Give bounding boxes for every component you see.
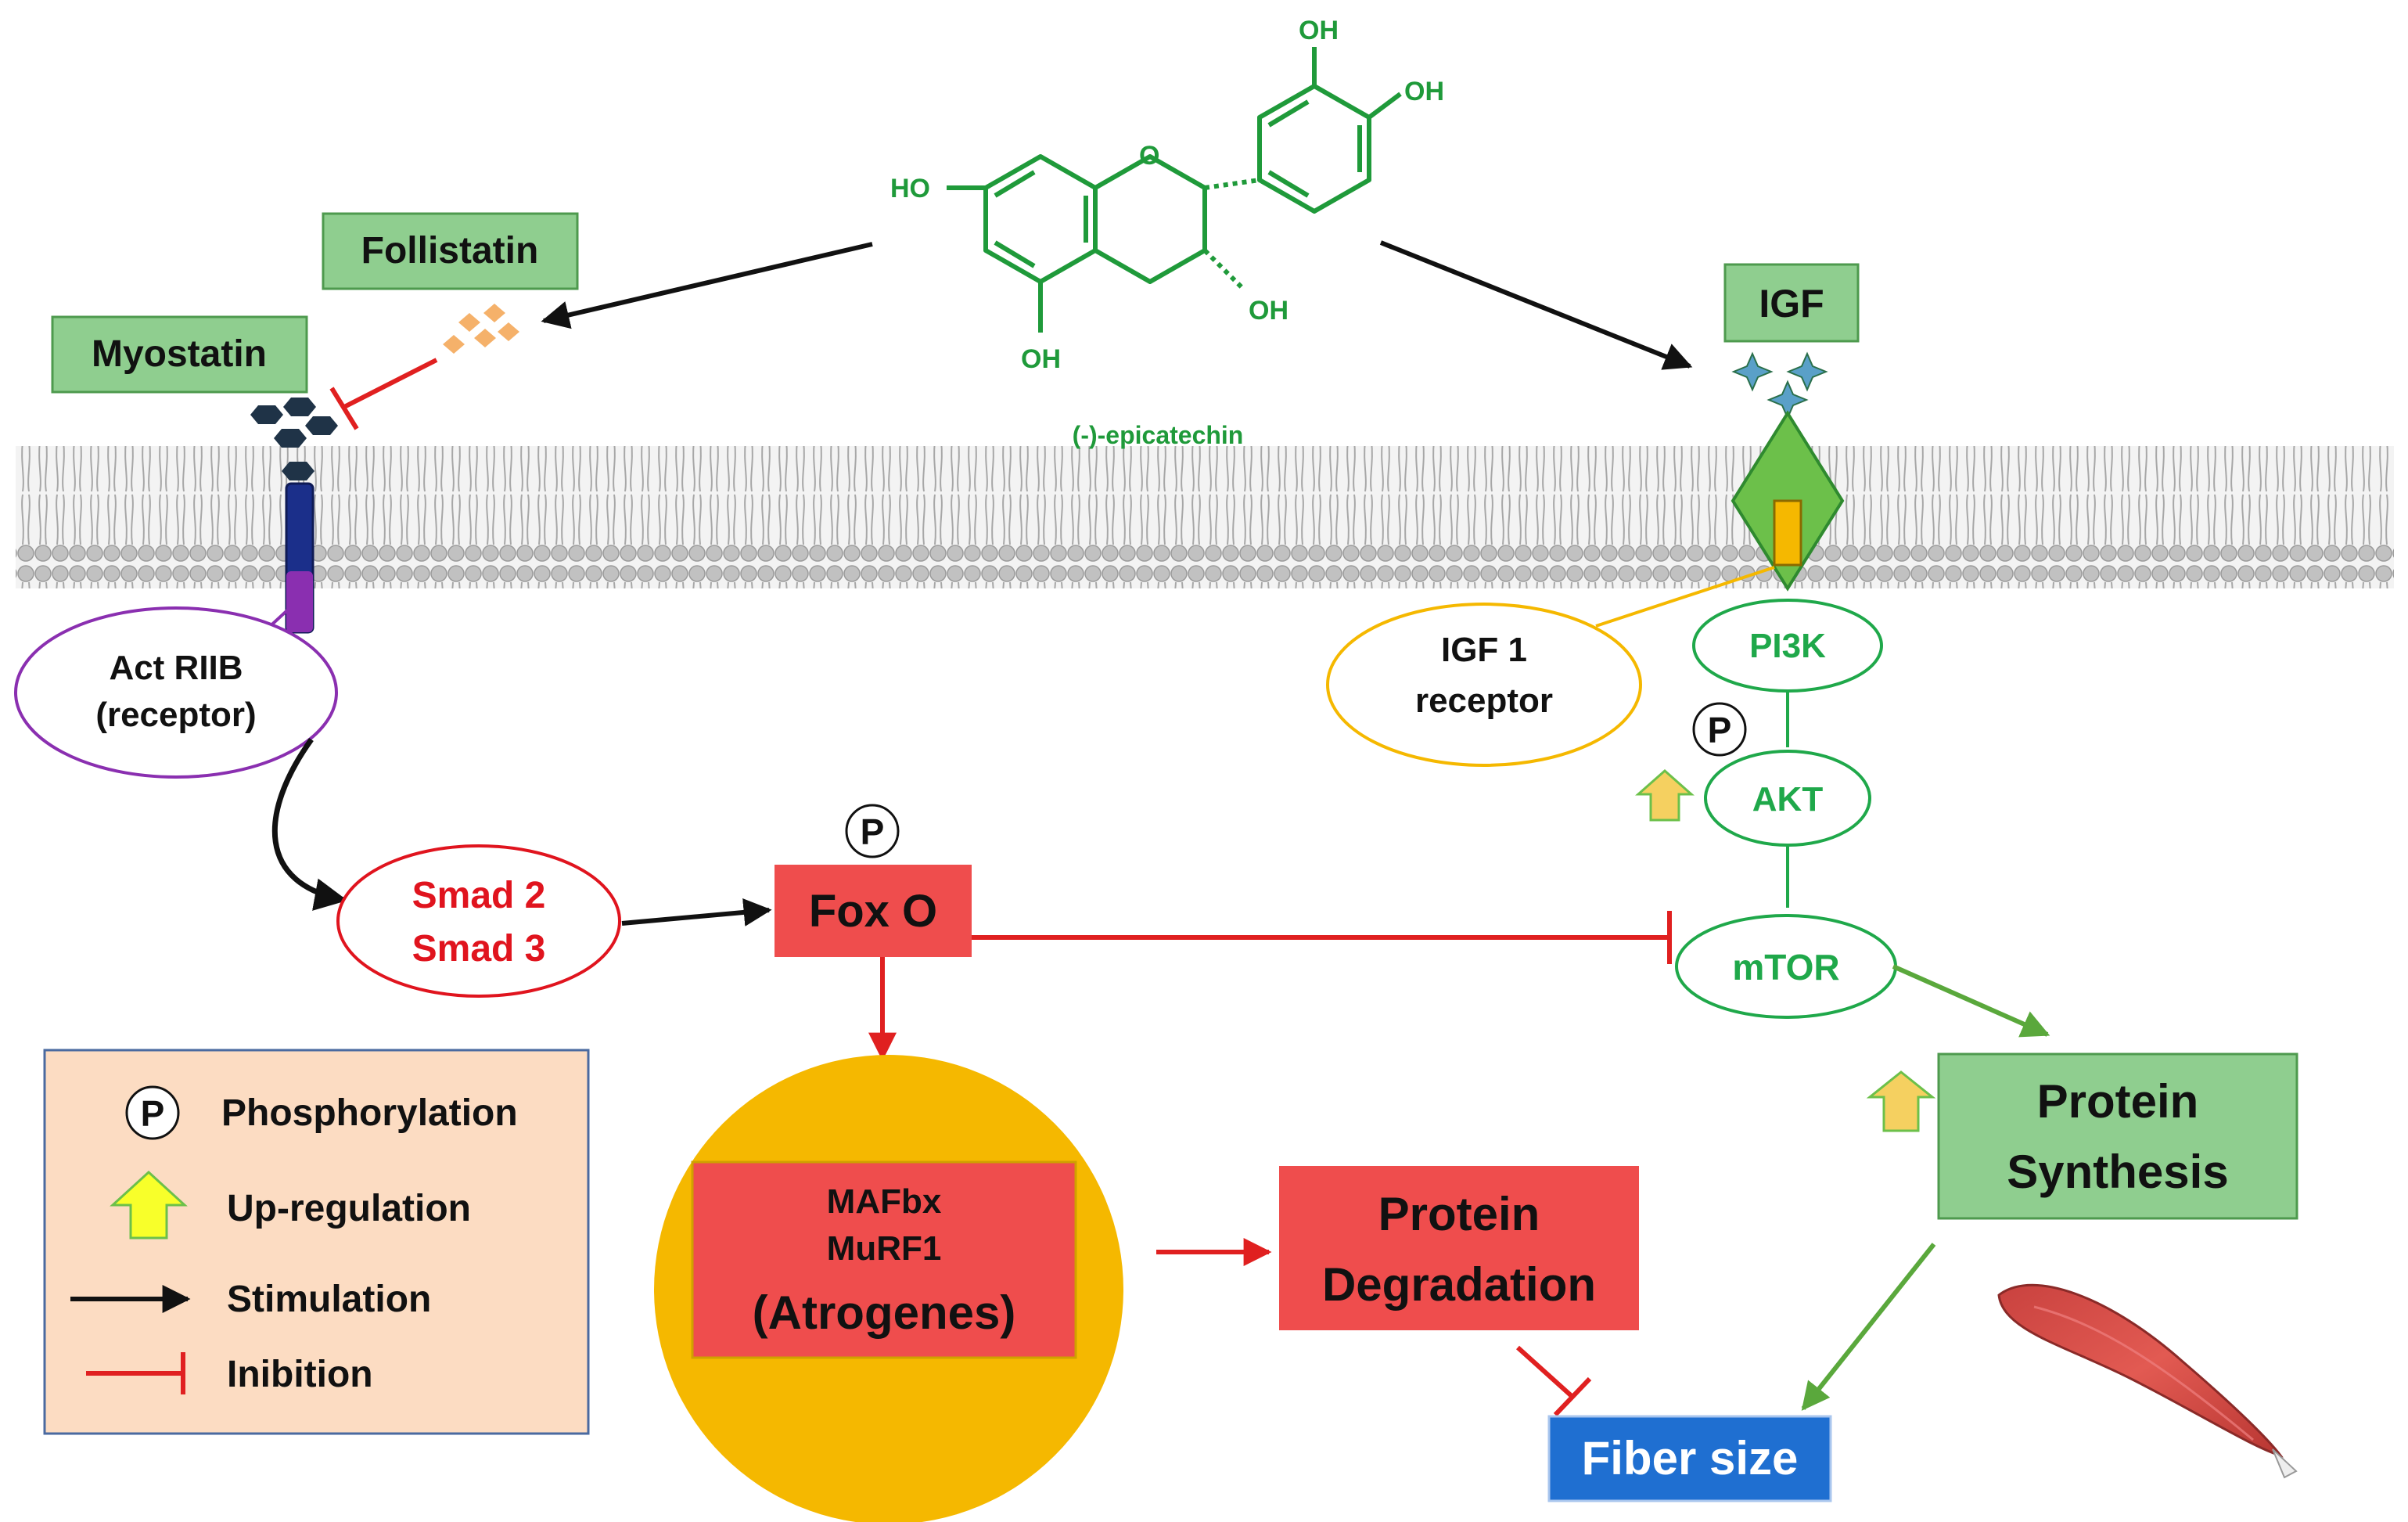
akt-upregulation-arrow-icon — [1635, 768, 1695, 822]
arrow-smad-to-foxo — [621, 898, 772, 927]
synthesis-upregulation-arrow-icon — [1866, 1070, 1936, 1132]
akt-label: AKT — [1752, 780, 1824, 819]
akt-phospho-circle — [1692, 702, 1747, 757]
igf-box — [1723, 263, 1860, 343]
follistatin-label: Follistatin — [361, 230, 539, 272]
protein-degradation-label-line1: Protein — [1378, 1188, 1540, 1240]
foxo-label: Fox O — [809, 886, 937, 937]
oh-label-top: OH — [1299, 16, 1339, 45]
mtor-label: mTOR — [1732, 947, 1839, 988]
myostatin-ligand-icon — [250, 398, 338, 480]
cell-membrane — [16, 446, 2394, 588]
protein-synthesis-box — [1937, 1052, 2298, 1220]
follistatin-molecule-icon — [443, 304, 519, 354]
foxo-phospho-symbol: P — [861, 811, 885, 852]
act-riib-label-line2: (receptor) — [95, 696, 256, 734]
arrow-mtor-to-synthesis — [1892, 964, 2050, 1038]
legend-phospho-circle — [125, 1085, 180, 1140]
akt-phospho-symbol: P — [1708, 710, 1732, 750]
protein-degradation-box — [1279, 1166, 1639, 1330]
fiber-size-box — [1547, 1415, 1832, 1502]
protein-synthesis-label-line1: Protein — [2037, 1075, 2199, 1128]
foxo-phospho-circle — [845, 804, 900, 858]
epicatechin-structure — [947, 47, 1402, 333]
legend-inhibition-label: Inibition — [227, 1354, 373, 1395]
arrow-epicatechin-to-follistatin — [541, 242, 873, 329]
akt-ellipse — [1704, 750, 1871, 847]
legend-inhibition-line-icon — [86, 1352, 185, 1394]
smad-label-line2: Smad 3 — [412, 928, 546, 970]
muscle-fiber-illustration — [1997, 1283, 2298, 1479]
smad-label-line1: Smad 2 — [412, 875, 546, 916]
inhibit-degradation-fibersize — [1515, 1345, 1575, 1399]
arrow-synthesis-to-fibersize — [1801, 1243, 1936, 1411]
protein-synthesis-label-line2: Synthesis — [2007, 1146, 2228, 1198]
fiber-size-label: Fiber size — [1582, 1432, 1799, 1484]
oh-label-mid: OH — [1249, 296, 1288, 326]
protein-degradation-label-line2: Degradation — [1322, 1258, 1596, 1311]
smad-ellipse — [336, 844, 621, 998]
foxo-box — [775, 865, 972, 957]
legend-upregulation-arrow-icon — [110, 1170, 188, 1240]
pi3k-label: PI3K — [1749, 627, 1826, 665]
ring-oxygen-label: O — [1139, 141, 1159, 171]
atrogenes-box — [691, 1160, 1077, 1359]
atrogenes-label-line2: MuRF1 — [827, 1229, 942, 1268]
epicatechin-label: (-)-epicatechin — [1073, 421, 1244, 449]
follistatin-box — [322, 212, 579, 290]
atrogenes-label-line3: (Atrogenes) — [753, 1286, 1016, 1339]
legend-phospho-symbol: P — [141, 1093, 165, 1134]
arrow-receptor-to-smad — [271, 737, 348, 911]
igf1-receptor-label-line1: IGF 1 — [1441, 631, 1527, 669]
igf-ligand-stars — [1731, 351, 1828, 420]
igf-label: IGF — [1759, 282, 1824, 326]
ho-label-left: HO — [890, 174, 930, 203]
pi3k-ellipse — [1692, 599, 1883, 693]
arrow-epicatechin-to-igf — [1379, 240, 1693, 370]
igf1-receptor-label-line2: receptor — [1415, 682, 1553, 720]
legend-upregulation-label: Up-regulation — [227, 1188, 471, 1229]
atrogenes-label-line1: MAFbx — [827, 1182, 942, 1221]
oh-label-right: OH — [1404, 77, 1444, 106]
inhibit-follistatin-myostatin — [343, 358, 438, 409]
act-riib-label-line1: Act RIIB — [109, 649, 243, 687]
myostatin-box — [51, 315, 308, 394]
oh-label-bottom: OH — [1021, 344, 1061, 374]
legend-stimulation-label: Stimulation — [227, 1279, 431, 1320]
myostatin-label: Myostatin — [92, 333, 267, 375]
legend-phosphorylation-label: Phosphorylation — [221, 1092, 518, 1134]
act-riib-receptor-ellipse — [14, 606, 338, 779]
igf1-receptor-ellipse — [1326, 603, 1642, 767]
